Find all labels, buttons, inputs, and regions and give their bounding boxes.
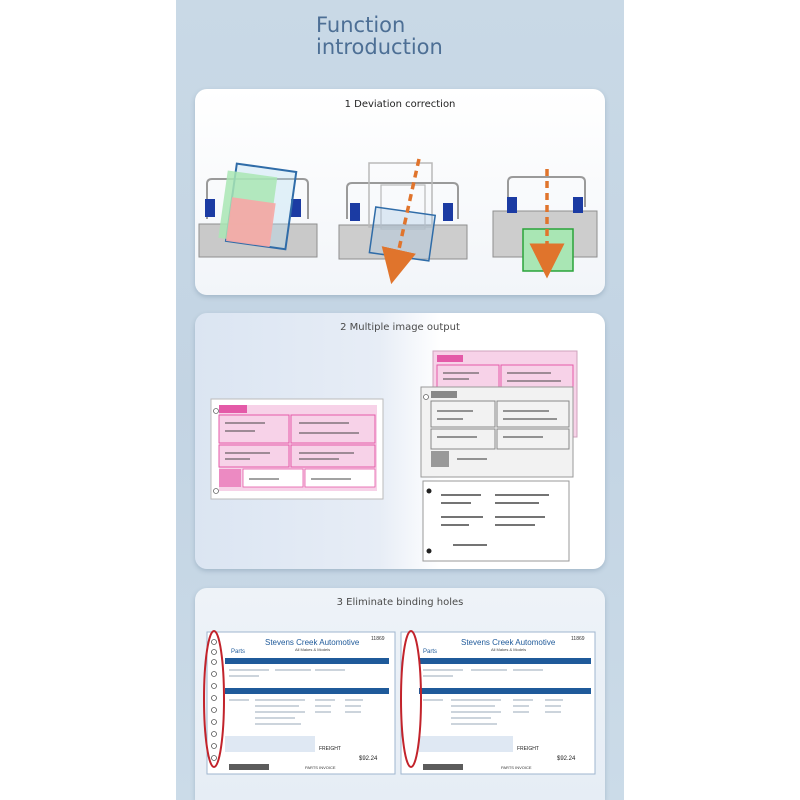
receipt-company: Stevens Creek Automotive xyxy=(265,638,360,647)
page-title: Function introduction xyxy=(316,14,443,58)
output-bw-image xyxy=(422,480,570,562)
holes-removed-ellipse xyxy=(400,630,422,768)
binding-holes xyxy=(211,639,217,761)
receipt-footer: PARTS INVOICE xyxy=(501,765,532,770)
roller-left xyxy=(350,203,360,221)
receipt-freight: FREIGHT xyxy=(319,746,341,752)
skew-arrow xyxy=(381,158,421,285)
scanner-correcting xyxy=(338,158,468,285)
holes-highlight-ellipse xyxy=(203,630,225,768)
receipt-company: Stevens Creek Automotive xyxy=(461,638,556,647)
receipt-freight: FREIGHT xyxy=(517,746,539,752)
page-title-line2: introduction xyxy=(316,35,443,59)
ghost-document xyxy=(368,162,433,228)
section-3-title: 3 Eliminate binding holes xyxy=(336,597,464,608)
input-form-image xyxy=(210,398,384,500)
receipt-number: 11869 xyxy=(371,636,385,642)
roller-left xyxy=(507,197,517,213)
receipt-tagline: All Makes & Models xyxy=(295,647,330,652)
section-1-title: 1 Deviation correction xyxy=(344,99,456,110)
deviation-correction-card: 1 Deviation correction xyxy=(195,89,605,295)
section-2-title: 2 Multiple image output xyxy=(340,322,460,333)
receipt-tagline: All Makes & Models xyxy=(491,647,526,652)
multiple-image-output-card: 2 Multiple image output xyxy=(195,313,605,569)
eliminate-binding-holes-card: 3 Eliminate binding holes xyxy=(195,588,605,800)
roller-right xyxy=(291,199,301,217)
receipt-number: 11869 xyxy=(571,636,585,642)
receipt-with-holes: Parts Stevens Creek Automotive All Makes… xyxy=(203,630,396,775)
roller-left xyxy=(205,199,215,217)
skewed-document xyxy=(218,162,298,251)
roller-right xyxy=(573,197,583,213)
receipt-total: $92.24 xyxy=(557,756,576,762)
page-title-line1: Function xyxy=(316,13,406,37)
receipt-logo: Parts xyxy=(231,649,245,655)
receipt-footer: PARTS INVOICE xyxy=(305,765,336,770)
scanner-skewed xyxy=(198,162,318,258)
receipt-holes-removed: Parts Stevens Creek Automotive All Makes… xyxy=(400,630,596,775)
deviation-correction-illustration xyxy=(198,158,598,285)
multiple-image-illustration xyxy=(210,350,578,562)
binding-holes-illustration: Parts Stevens Creek Automotive All Makes… xyxy=(203,630,596,775)
receipt-logo: Parts xyxy=(423,649,437,655)
scanner-corrected xyxy=(492,169,598,279)
output-grayscale-image xyxy=(420,386,574,478)
receipt-total: $92.24 xyxy=(359,756,378,762)
roller-right xyxy=(443,203,453,221)
